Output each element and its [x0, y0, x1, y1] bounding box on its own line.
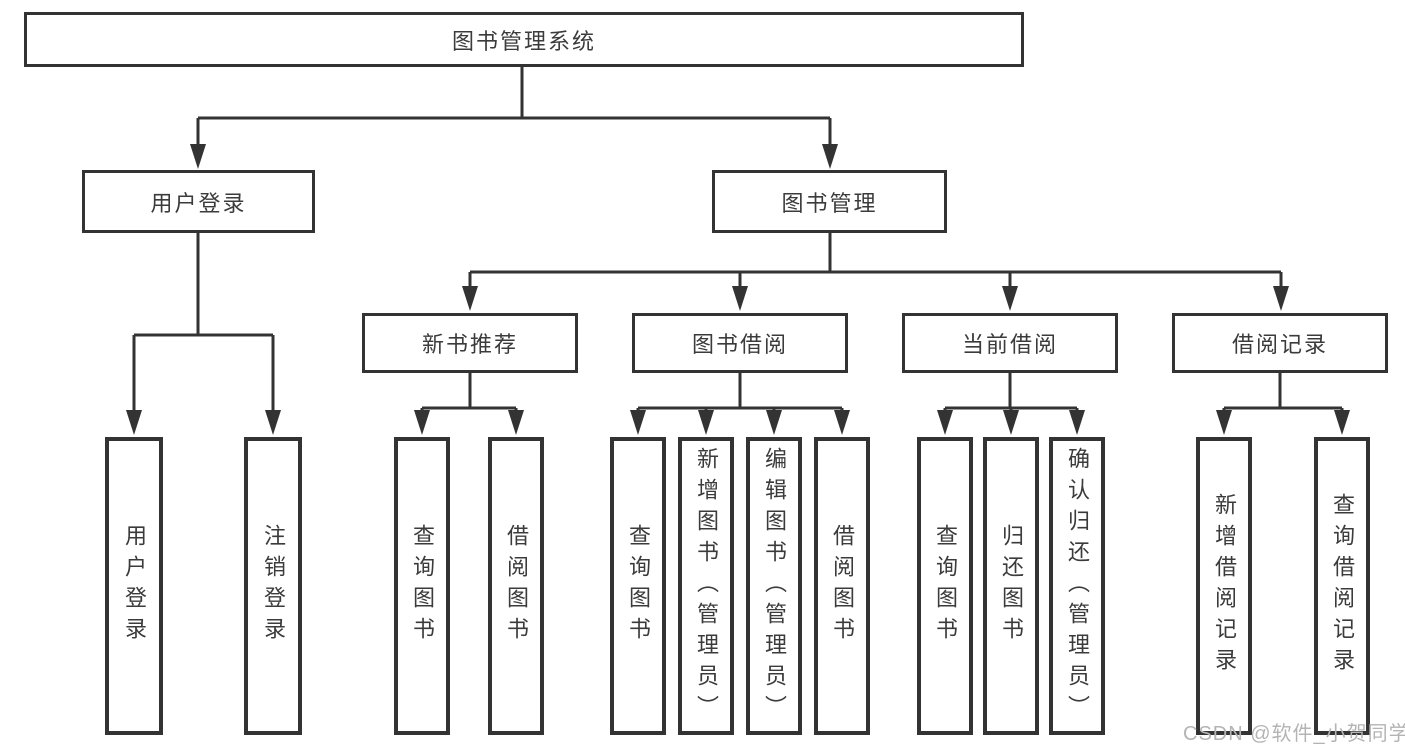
arrowhead-icons [126, 144, 1350, 435]
node-current-borrow: 当前借阅 [902, 313, 1118, 373]
node-current-borrow-label: 当前借阅 [961, 332, 1058, 357]
leaf-borrow-books-recommend-label: 借阅图书 [504, 524, 529, 648]
leaf-borrow-books: 借阅图书 [814, 437, 870, 735]
leaf-query-books-current: 查询图书 [917, 437, 973, 735]
leaf-borrow-books-recommend: 借阅图书 [488, 437, 544, 735]
leaf-query-books-recommend: 查询图书 [394, 437, 450, 735]
leaf-logout-label: 注销登录 [261, 524, 286, 648]
node-book-management: 图书管理 [712, 170, 947, 233]
leaf-confirm-return-admin: 确认归还（管理员） [1049, 437, 1105, 735]
leaf-confirm-return-admin-label: 确认归还（管理员） [1065, 446, 1090, 726]
node-user-login-label: 用户登录 [150, 190, 247, 216]
root-node-label: 图书管理系统 [451, 28, 596, 54]
leaf-query-books-borrow: 查询图书 [610, 437, 666, 735]
leaf-borrow-books-label: 借阅图书 [830, 524, 855, 648]
node-borrow-records-label: 借阅记录 [1231, 332, 1328, 357]
node-book-borrow: 图书借阅 [632, 313, 848, 373]
leaf-query-books-recommend-label: 查询图书 [410, 524, 435, 648]
node-user-login: 用户登录 [82, 170, 315, 233]
leaf-query-books-current-label: 查询图书 [933, 524, 958, 648]
node-borrow-records: 借阅记录 [1172, 313, 1388, 373]
node-new-book-recommend-label: 新书推荐 [421, 332, 518, 357]
leaf-add-book-admin-label: 新增图书（管理员） [694, 446, 719, 726]
leaf-user-login: 用户登录 [105, 437, 163, 735]
leaf-edit-book-admin-label: 编辑图书（管理员） [762, 446, 787, 726]
leaf-add-book-admin: 新增图书（管理员） [678, 437, 734, 735]
leaf-add-borrow-record: 新增借阅记录 [1196, 437, 1252, 735]
leaf-query-borrow-record-label: 查询借阅记录 [1330, 493, 1355, 679]
node-book-management-label: 图书管理 [781, 190, 878, 216]
node-book-borrow-label: 图书借阅 [691, 332, 788, 357]
leaf-user-login-label: 用户登录 [122, 524, 147, 648]
leaf-return-books-label: 归还图书 [999, 524, 1024, 648]
leaf-logout: 注销登录 [244, 437, 302, 735]
leaf-edit-book-admin: 编辑图书（管理员） [746, 437, 802, 735]
leaf-query-books-borrow-label: 查询图书 [626, 524, 651, 648]
leaf-return-books: 归还图书 [983, 437, 1039, 735]
csdn-watermark: CSDN @软件_小贺同学 [1183, 723, 1405, 745]
root-node-library-system: 图书管理系统 [24, 12, 1024, 67]
node-new-book-recommend: 新书推荐 [362, 313, 578, 373]
leaf-add-borrow-record-label: 新增借阅记录 [1212, 493, 1237, 679]
leaf-query-borrow-record: 查询借阅记录 [1314, 437, 1370, 735]
